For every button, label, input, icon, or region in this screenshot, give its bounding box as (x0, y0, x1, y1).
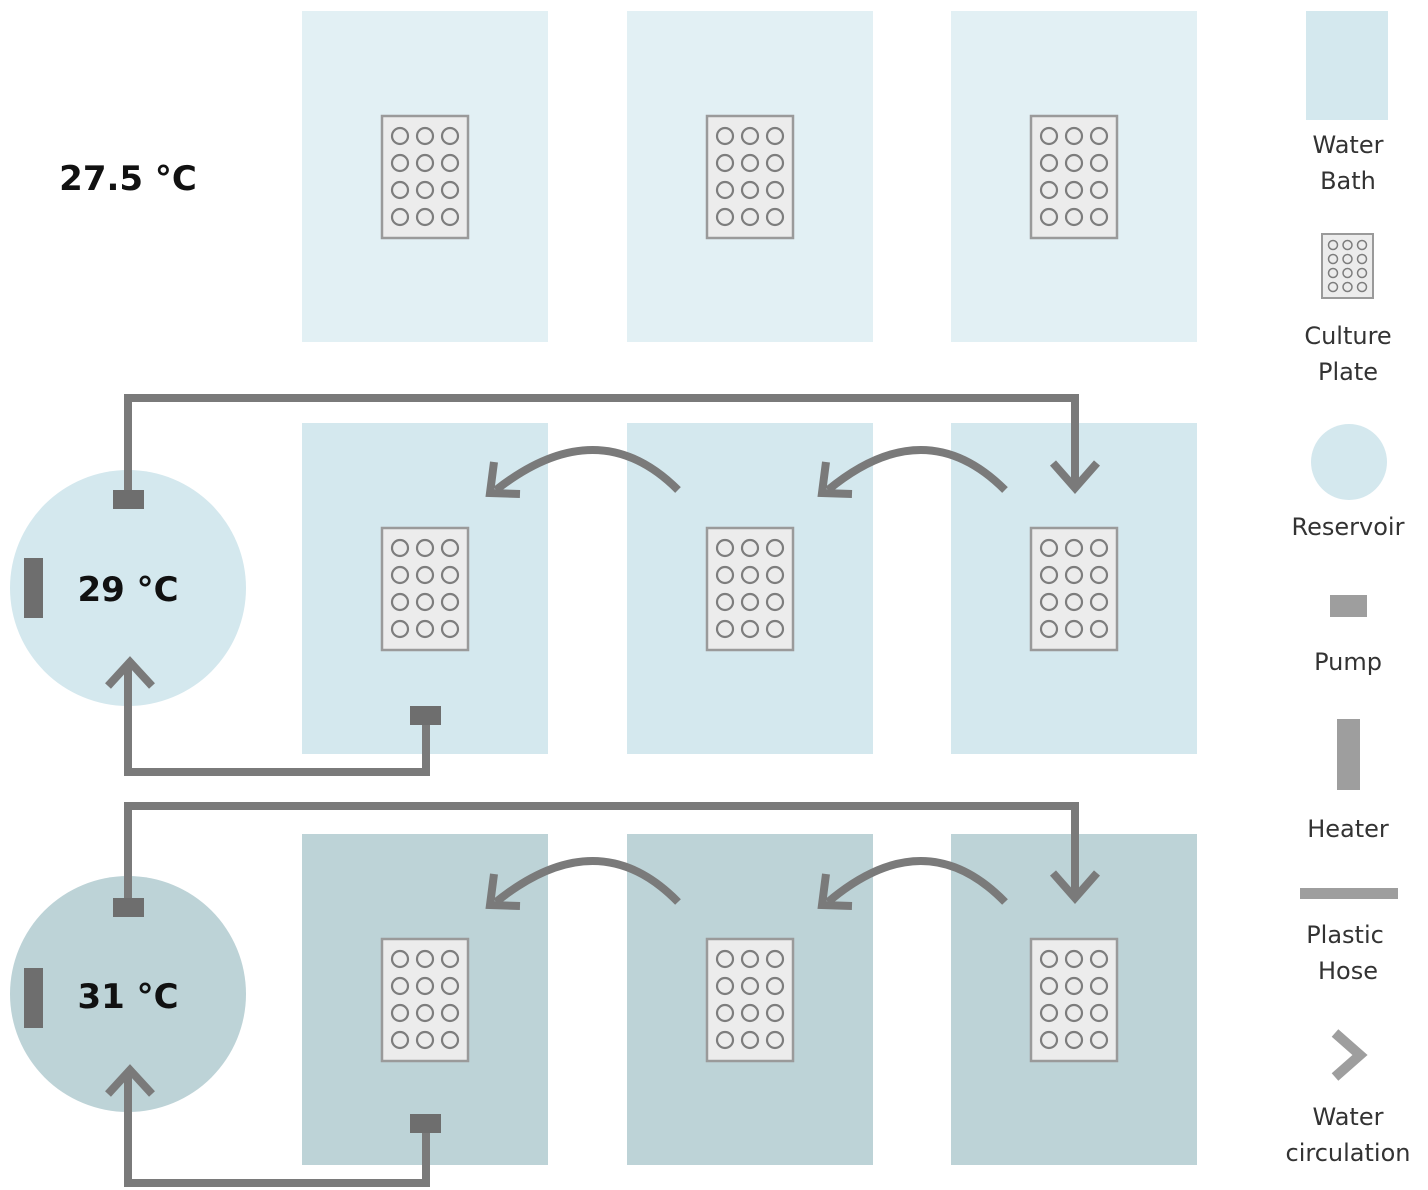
culture-plate (705, 937, 795, 1063)
temperature-label-row1: 27.5 °C (59, 159, 197, 199)
water-circulation-arrowhead (485, 461, 521, 498)
water-circulation-arrowhead (485, 873, 521, 910)
culture-plate (1029, 526, 1119, 652)
water-bath-swatch (1306, 11, 1388, 120)
water-circulation-arrowhead (1049, 460, 1101, 495)
row-31: 31 °C (10, 802, 1197, 1187)
heater (24, 968, 43, 1028)
plastic-hose-return (124, 1072, 430, 1187)
hose-line (1300, 888, 1398, 899)
culture-plate (380, 526, 470, 652)
culture-plate (380, 114, 470, 240)
legend-water-circulation-line2: circulation (1286, 1139, 1411, 1167)
heater-bar (1337, 719, 1360, 790)
legend-culture-plate-line1: Culture (1304, 322, 1391, 350)
water-circulation-arc (825, 446, 1008, 494)
legend-water-circulation-line1: Water (1313, 1103, 1384, 1131)
legend-reservoir: Reservoir (1292, 513, 1405, 541)
plastic-hose-supply (124, 394, 1079, 492)
pump (113, 490, 144, 509)
water-circulation-arc (825, 857, 1008, 906)
pump-rect (1330, 595, 1367, 617)
chevron-right-icon (1331, 1029, 1368, 1081)
legend-culture-plate-line2: Plate (1318, 358, 1378, 386)
legend-water-bath-line2: Bath (1320, 167, 1376, 195)
water-circulation-arc (493, 446, 681, 494)
legend: Water Bath Culture Plate Reservoir Pump … (1286, 11, 1411, 1167)
temperature-label-row3: 31 °C (77, 977, 178, 1017)
culture-plate-icon (1321, 233, 1374, 299)
temperature-label-row2: 29 °C (77, 570, 178, 610)
reservoir (10, 876, 246, 1112)
legend-plastic-hose-line1: Plastic (1306, 921, 1384, 949)
water-circulation-arrowhead (817, 873, 853, 910)
culture-plate (705, 526, 795, 652)
water-circulation-arrowhead (1049, 870, 1101, 905)
plastic-hose-supply (124, 802, 1079, 900)
reservoir-circle (1311, 424, 1387, 500)
row-29: 29 °C (10, 394, 1197, 776)
pump (410, 1114, 441, 1133)
water-circulation-arc (493, 857, 681, 906)
heater (24, 558, 43, 618)
water-circulation-arrowhead (105, 1064, 155, 1097)
culture-plate (1029, 937, 1119, 1063)
culture-plate (380, 937, 470, 1063)
culture-plate (705, 114, 795, 240)
legend-heater: Heater (1307, 815, 1389, 843)
pump (410, 706, 441, 725)
pump (113, 898, 144, 917)
row-27-5: 27.5 °C (59, 11, 1197, 342)
legend-water-bath-line1: Water (1313, 131, 1384, 159)
water-circulation-arrowhead (105, 656, 155, 689)
reservoir (10, 470, 246, 706)
culture-plate (1029, 114, 1119, 240)
legend-plastic-hose-line2: Hose (1318, 957, 1378, 985)
plastic-hose-return (124, 664, 430, 776)
water-circulation-arrowhead (817, 461, 853, 498)
legend-pump: Pump (1314, 648, 1382, 676)
